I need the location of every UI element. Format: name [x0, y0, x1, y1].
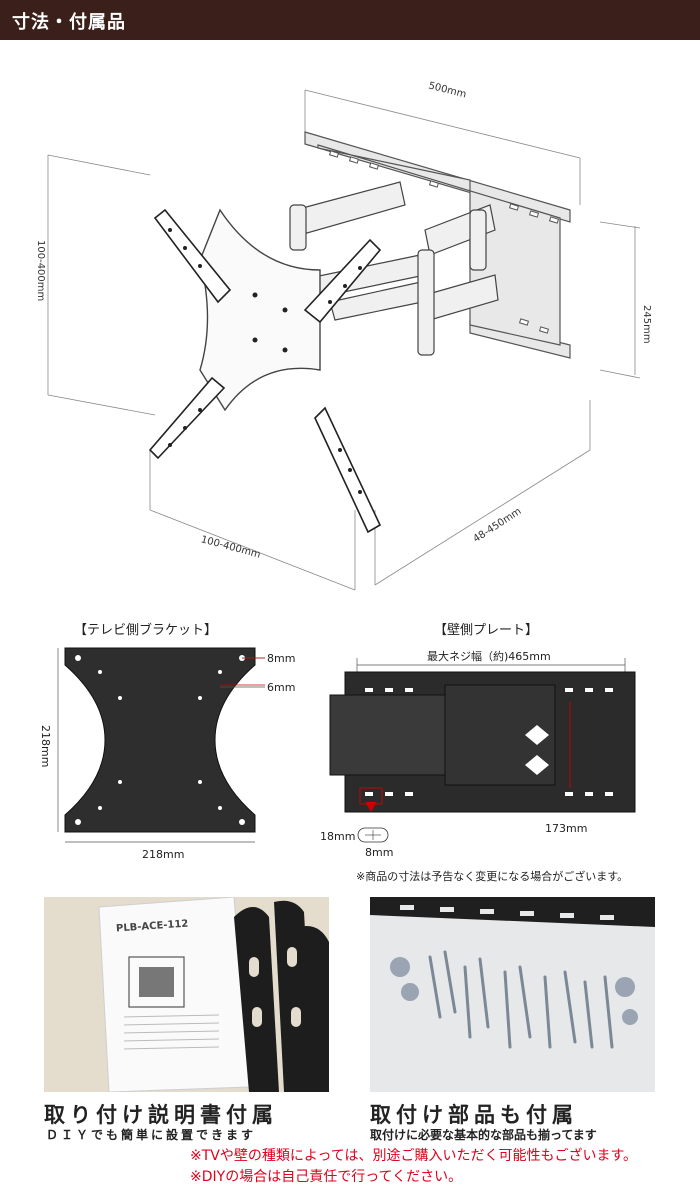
section-header: 寸法・付属品: [0, 0, 700, 40]
parts-caption: 取付け部品も付属: [370, 1103, 578, 1127]
parts-photo-art: [370, 897, 655, 1092]
wall-max-screw-label: 最大ネジ幅（約)465mm: [427, 650, 551, 663]
wall-slot-width-label: 8mm: [365, 846, 394, 859]
wall-plate-illustration: [329, 658, 636, 843]
manual-photo-art: [44, 897, 329, 1092]
tv-bracket-diagram: 8mm 6mm 218mm 218mm: [20, 640, 310, 870]
tv-height-label: 218mm: [39, 725, 52, 768]
tv-hole-8mm-label: 8mm: [267, 652, 296, 665]
mount-illustration: [47, 89, 641, 591]
tv-bracket-illustration: [57, 647, 265, 843]
wall-plate-label: 【壁側プレート】: [434, 623, 539, 638]
wall-vertical-label: 173mm: [545, 822, 588, 835]
warning-line-2: ※DIYの場合は自己責任で行ってください。: [190, 1169, 463, 1185]
wall-plate-diagram: 最大ネジ幅（約)465mm: [315, 640, 690, 870]
tv-hole-6mm-label: 6mm: [267, 681, 296, 694]
parts-subcaption: 取付けに必要な基本的な部品も揃ってます: [370, 1128, 597, 1142]
manual-photo: PLB-ACE-112: [44, 897, 329, 1092]
tv-width-label: 218mm: [142, 848, 185, 861]
spec-change-notice: ※商品の寸法は予告なく変更になる場合がございます。: [356, 870, 629, 883]
tv-bracket-label: 【テレビ側ブラケット】: [74, 623, 218, 638]
manual-caption: 取り付け説明書付属: [44, 1103, 278, 1127]
dim-plate-height-label: 245mm: [641, 305, 652, 344]
section-title: 寸法・付属品: [12, 12, 126, 33]
wall-slot-height-label: 18mm: [320, 830, 356, 843]
warning-line-1: ※TVや壁の種類によっては、別途ご購入いただく可能性もございます。: [190, 1148, 638, 1164]
dim-vesa-vertical-label: 100-400mm: [35, 240, 46, 302]
main-mount-diagram: 500mm 245mm 100-400mm 100-400mm 48-450mm: [0, 40, 700, 610]
manual-subcaption: ＤＩＹでも簡単に設置できます: [46, 1128, 257, 1142]
parts-photo: [370, 897, 655, 1092]
